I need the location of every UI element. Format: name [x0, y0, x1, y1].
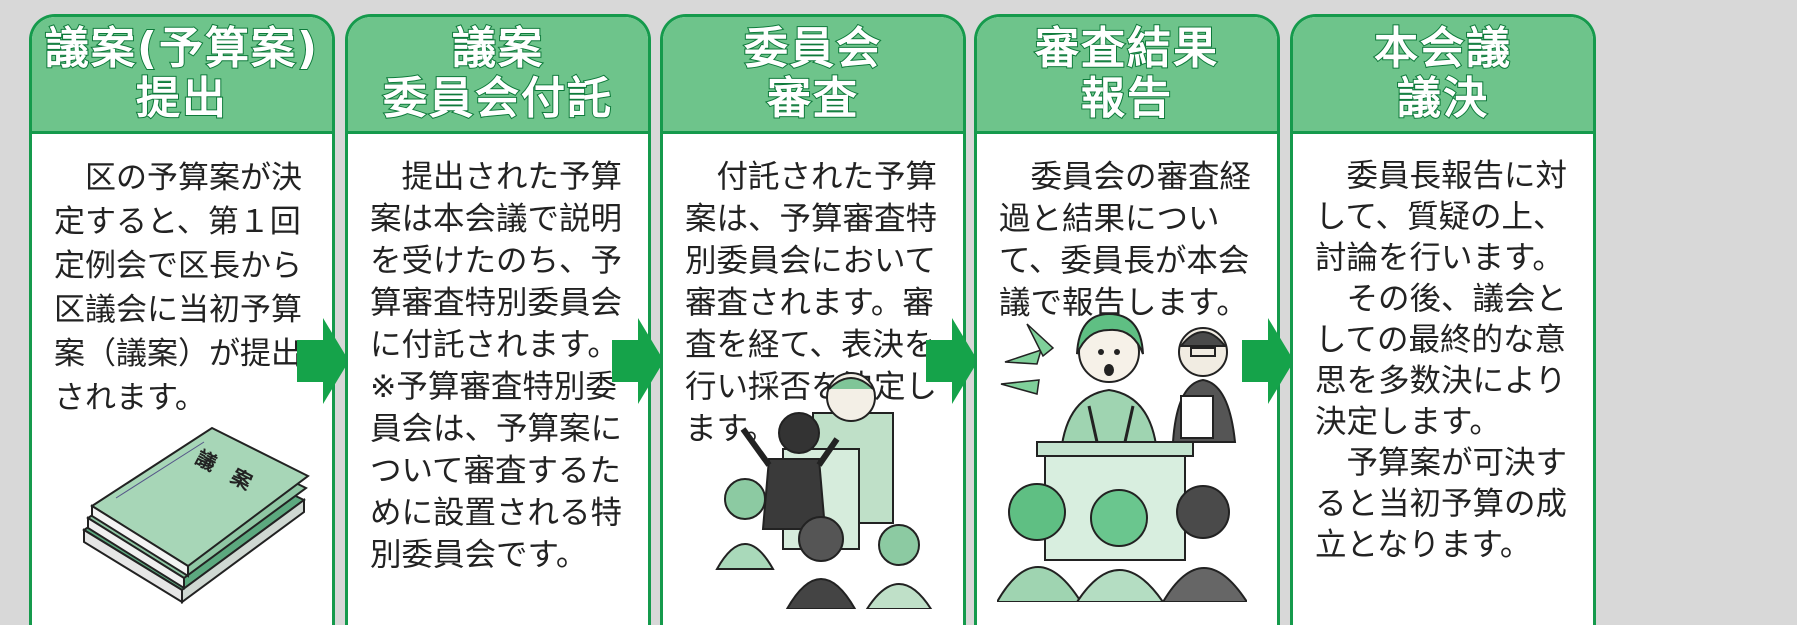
step-note: ※予算審査特別委員会は、予算案について審査するために設置される特別委員会です。 — [370, 369, 623, 573]
step-title-line: 審査 — [766, 73, 859, 125]
right-arrow-icon — [297, 318, 349, 404]
right-arrow-icon — [926, 318, 978, 404]
step-card-result-report: 審査結果 報告 委員会の審査経過と結果について、委員長が本会議で報告します。 — [974, 14, 1280, 625]
step-title-line: 報告 — [1080, 73, 1173, 125]
step-card-committee-review: 委員会 審査 付託された予算案は、予算審査特別委員会において審査されます。審査を… — [660, 14, 966, 625]
step-description: 付託された予算案は、予算審査特別委員会において審査されます。審査を経て、表決を行… — [663, 134, 963, 450]
step-card-plenary-resolution: 本会議 議決 委員長報告に対して、質疑の上、討論を行います。 その後、議会として… — [1290, 14, 1596, 625]
chairperson-report-illustration — [997, 312, 1247, 602]
step-card-committee-referral: 議案 委員会付託 提出された予算案は本会議で説明を受けたのち、予算審査特別委員会… — [345, 14, 651, 625]
bill-document-stack-illustration: 議 案 — [82, 426, 310, 604]
step-title-line: 提出 — [135, 73, 228, 125]
right-arrow-icon — [612, 318, 664, 404]
step-title-line: 委員会 — [743, 23, 882, 75]
right-arrow-icon — [1242, 318, 1294, 404]
step-description: 提出された予算案は本会議で説明を受けたのち、予算審査特別委員会に付託されます。 … — [348, 134, 648, 576]
step-header: 議案(予算案) 提出 — [32, 17, 332, 134]
step-paragraph: その後、議会としての最終的な意思を多数決により決定します。 — [1315, 281, 1568, 440]
step-paragraph: 提出された予算案は本会議で説明を受けたのち、予算審査特別委員会に付託されます。 — [370, 159, 623, 363]
step-description: 委員長報告に対して、質疑の上、討論を行います。 その後、議会としての最終的な意思… — [1293, 134, 1593, 566]
step-header: 審査結果 報告 — [977, 17, 1277, 134]
step-title-line: 審査結果 — [1034, 23, 1219, 75]
step-paragraph: 委員長報告に対して、質疑の上、討論を行います。 — [1315, 158, 1568, 276]
step-description: 委員会の審査経過と結果について、委員長が本会議で報告します。 — [977, 134, 1277, 324]
step-header: 委員会 審査 — [663, 17, 963, 134]
step-header: 本会議 議決 — [1293, 17, 1593, 134]
step-paragraph: 付託された予算案は、予算審査特別委員会において審査されます。審査を経て、表決を行… — [685, 159, 938, 447]
step-paragraph: 予算案が可決すると当初予算の成立となります。 — [1315, 445, 1568, 563]
step-paragraph: 区の予算案が決定すると、第１回定例会で区長から区議会に当初予算案（議案）が提出さ… — [54, 160, 302, 416]
step-title-line: 委員会付託 — [382, 73, 613, 125]
step-title-line: 本会議 — [1373, 23, 1512, 75]
step-paragraph: 委員会の審査経過と結果について、委員長が本会議で報告します。 — [999, 159, 1252, 321]
step-header: 議案 委員会付託 — [348, 17, 648, 134]
step-card-submission: 議案(予算案) 提出 区の予算案が決定すると、第１回定例会で区長から区議会に当初… — [29, 14, 335, 625]
step-title-line: 議案(予算案) — [44, 23, 320, 75]
step-title-line: 議案 — [451, 23, 544, 75]
step-description: 区の予算案が決定すると、第１回定例会で区長から区議会に当初予算案（議案）が提出さ… — [32, 134, 332, 420]
step-title-line: 議決 — [1396, 73, 1489, 125]
committee-meeting-illustration — [715, 372, 933, 609]
